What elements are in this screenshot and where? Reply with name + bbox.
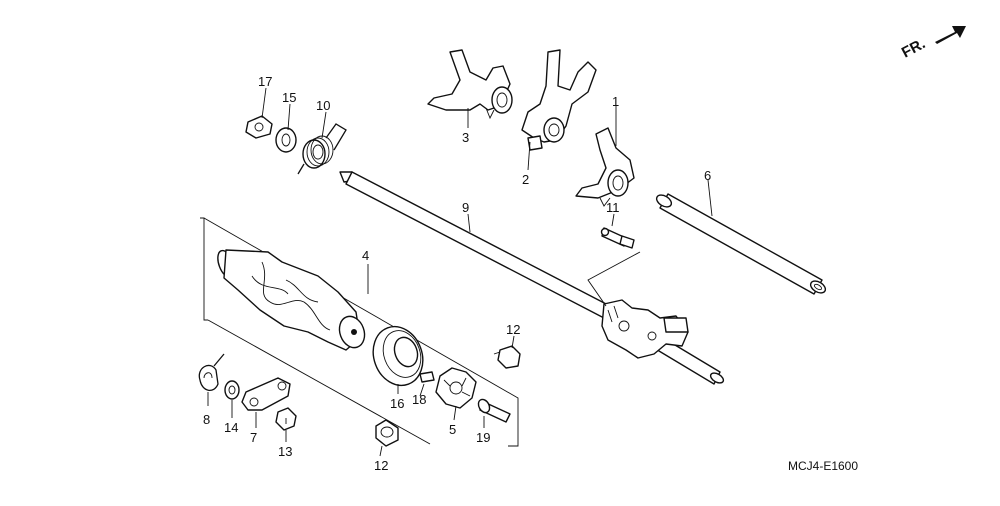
- callout-3[interactable]: 3: [462, 130, 469, 145]
- callout-16[interactable]: 16: [390, 396, 404, 411]
- callout-14[interactable]: 14: [224, 420, 238, 435]
- shift-fork-1[interactable]: [575, 127, 635, 207]
- callout-labels: 1 2 3 4 5 6 7 8 9 10 11 12 12 13 14 15 1…: [203, 74, 711, 473]
- shift-fork-shaft-6[interactable]: [655, 193, 828, 296]
- front-direction-indicator: FR.: [899, 26, 966, 62]
- bolt-19[interactable]: [476, 397, 511, 423]
- bearing-16[interactable]: [365, 320, 431, 393]
- callout-1[interactable]: 1: [612, 94, 619, 109]
- gearshift-spindle-9[interactable]: [339, 171, 725, 385]
- bolt-13[interactable]: [275, 407, 297, 431]
- callout-6[interactable]: 6: [704, 168, 711, 183]
- callout-4[interactable]: 4: [362, 248, 369, 263]
- bolt-12-upper[interactable]: [493, 345, 521, 369]
- callout-12-lower[interactable]: 12: [374, 458, 388, 473]
- washer-15[interactable]: [275, 127, 297, 153]
- stopper-arm-7[interactable]: [241, 377, 291, 411]
- dowel-pin-18[interactable]: [419, 371, 435, 383]
- callout-18[interactable]: 18: [412, 392, 426, 407]
- diagram-code: MCJ4-E1600: [788, 459, 858, 473]
- callout-13[interactable]: 13: [278, 444, 292, 459]
- callout-7[interactable]: 7: [250, 430, 257, 445]
- pin-11[interactable]: [600, 227, 635, 249]
- callout-8[interactable]: 8: [203, 412, 210, 427]
- shift-fork-3[interactable]: [427, 49, 513, 120]
- return-spring-10[interactable]: [297, 123, 347, 175]
- callout-12-upper[interactable]: 12: [506, 322, 520, 337]
- callout-15[interactable]: 15: [282, 90, 296, 105]
- collar-17[interactable]: [245, 115, 273, 139]
- leader-lines: [207, 87, 713, 457]
- direction-label: FR.: [899, 35, 928, 61]
- bolt-12-lower[interactable]: [375, 419, 399, 447]
- callout-19[interactable]: 19: [476, 430, 490, 445]
- callout-9[interactable]: 9: [462, 200, 469, 215]
- shift-drum-4[interactable]: [215, 248, 369, 351]
- callout-17[interactable]: 17: [258, 74, 272, 89]
- shift-fork-2[interactable]: [521, 49, 597, 151]
- drum-assembly-bracket: [200, 217, 519, 447]
- drum-center-5[interactable]: [435, 367, 477, 409]
- callout-5[interactable]: 5: [449, 422, 456, 437]
- callout-11[interactable]: 11: [606, 200, 620, 215]
- callout-10[interactable]: 10: [316, 98, 330, 113]
- spring-8[interactable]: [198, 353, 225, 391]
- direction-arrow-icon: [935, 26, 966, 44]
- washer-14[interactable]: [224, 380, 240, 400]
- callout-2[interactable]: 2: [522, 172, 529, 187]
